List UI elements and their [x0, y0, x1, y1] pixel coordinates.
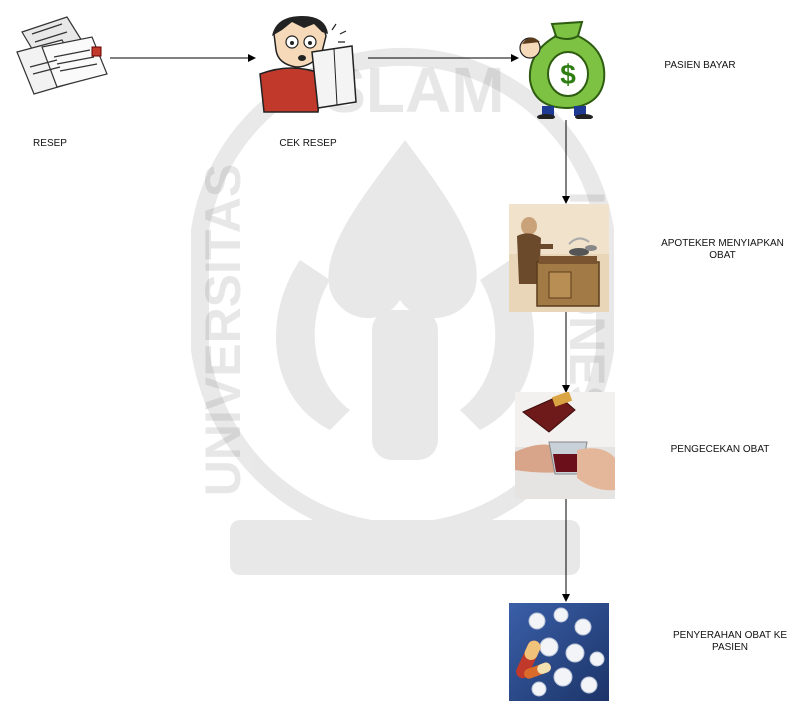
step-label-pengecekan: PENGECEKAN OBAT [670, 444, 770, 455]
step-label-cek-resep: CEK RESEP [279, 138, 337, 149]
svg-text:$: $ [560, 59, 576, 90]
step-label-pasien-bayar: PASIEN BAYAR [664, 60, 736, 71]
watermark-left-text: UNIVERSITAS [195, 164, 251, 496]
pharmacist-photo-icon [509, 204, 609, 312]
step-label-resep: RESEP [33, 138, 67, 149]
prescription-papers-icon [12, 12, 112, 102]
step-label-apoteker: APOTEKER MENYIAPKAN OBAT [661, 238, 784, 261]
pills-photo-icon [509, 603, 609, 701]
medicine-pouring-photo-icon [515, 391, 615, 499]
step-label-penyerahan: PENYERAHAN OBAT KE PASIEN [672, 630, 788, 653]
person-reading-icon [252, 12, 364, 117]
money-bag-icon: $ [512, 14, 617, 120]
